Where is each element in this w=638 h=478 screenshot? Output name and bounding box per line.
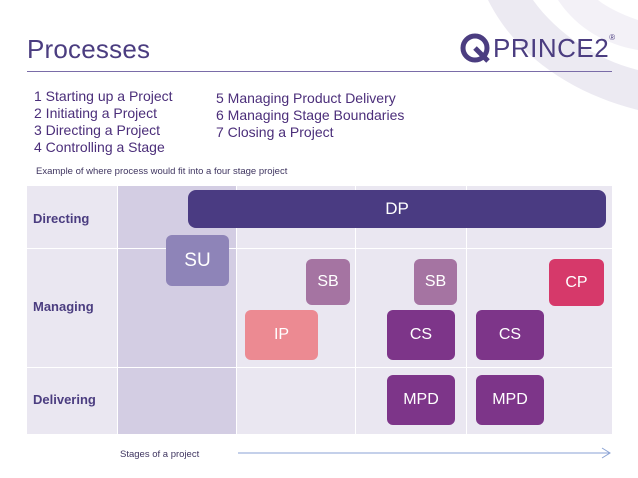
prince2-logo-text: PRINCE2®: [493, 32, 616, 63]
background-swoosh: [488, 0, 638, 110]
prince2-logo: PRINCE2®: [460, 32, 616, 64]
process-list-left: 1 Starting up a Project 2 Initiating a P…: [34, 88, 173, 156]
process-box-sb: SB: [414, 259, 457, 305]
process-list-right: 5 Managing Product Delivery 6 Managing S…: [216, 90, 404, 141]
process-item: 7 Closing a Project: [216, 124, 334, 140]
lane-label-directing: Directing: [33, 211, 90, 226]
process-item: 4 Controlling a Stage: [34, 139, 165, 155]
lane-label-managing: Managing: [33, 299, 94, 314]
process-box-cs: CS: [476, 310, 544, 360]
process-box-su: SU: [166, 235, 229, 286]
process-box-cp: CP: [549, 259, 604, 306]
process-item: 6 Managing Stage Boundaries: [216, 107, 405, 123]
grid-cell: [118, 368, 236, 434]
grid-cell: [27, 186, 117, 248]
process-box-mpd: MPD: [387, 375, 455, 425]
process-item: 3 Directing a Project: [34, 122, 161, 138]
lane-label-delivering: Delivering: [33, 392, 96, 407]
grid-cell: [237, 368, 355, 434]
process-stage-grid: Directing Managing Delivering DP SU SB S…: [27, 186, 612, 434]
process-item: 5 Managing Product Delivery: [216, 90, 396, 106]
process-box-dp: DP: [188, 190, 606, 228]
process-box-ip: IP: [245, 310, 318, 360]
process-item: 2 Initiating a Project: [34, 105, 157, 121]
diagram-caption: Example of where process would fit into …: [36, 166, 288, 177]
process-box-mpd: MPD: [476, 375, 544, 425]
process-box-sb: SB: [306, 259, 350, 305]
grid-cell: [27, 368, 117, 434]
process-box-cs: CS: [387, 310, 455, 360]
stages-arrow-icon: [238, 447, 611, 459]
slide-title: Processes: [27, 34, 151, 64]
grid-cell: [27, 249, 117, 367]
title-underline: [27, 71, 612, 72]
stages-axis-label: Stages of a project: [120, 449, 200, 460]
process-item: 1 Starting up a Project: [34, 88, 173, 104]
prince2-logo-mark-icon: [460, 33, 490, 63]
